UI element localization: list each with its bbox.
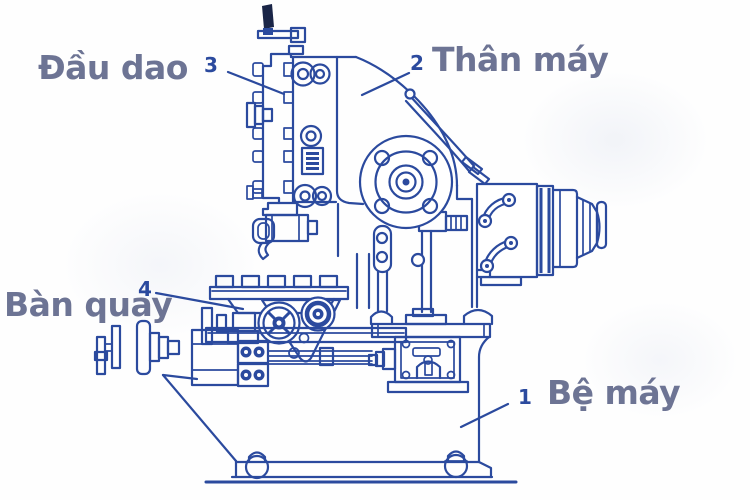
crank-linkage-drawing: [371, 185, 521, 324]
leader-line-1: [461, 404, 508, 427]
callout-number-rotary-table: 4: [138, 277, 152, 301]
leader-line-3: [228, 72, 284, 94]
leader-line-4: [156, 293, 243, 309]
callout-leader-lines: [156, 72, 508, 427]
leader-line-2: [362, 73, 409, 95]
machine-base-drawing: [163, 337, 516, 482]
crank-disc-drawing: [360, 136, 452, 228]
motor-housing-drawing: [477, 184, 606, 277]
label-tool-head: Đầu dao: [38, 48, 188, 87]
label-machine-base: Bệ máy: [547, 373, 681, 412]
tool-head-drawing: [247, 4, 336, 259]
label-machine-body: Thân máy: [432, 40, 609, 79]
feed-gearbox-drawing: [369, 324, 490, 392]
callout-number-machine-body: 2: [410, 51, 424, 75]
callout-number-tool-head: 3: [204, 53, 218, 77]
cross-slide-drawing: [95, 321, 406, 386]
label-rotary-table: Bàn quay: [4, 285, 173, 324]
callout-number-machine-base: 1: [518, 385, 532, 409]
